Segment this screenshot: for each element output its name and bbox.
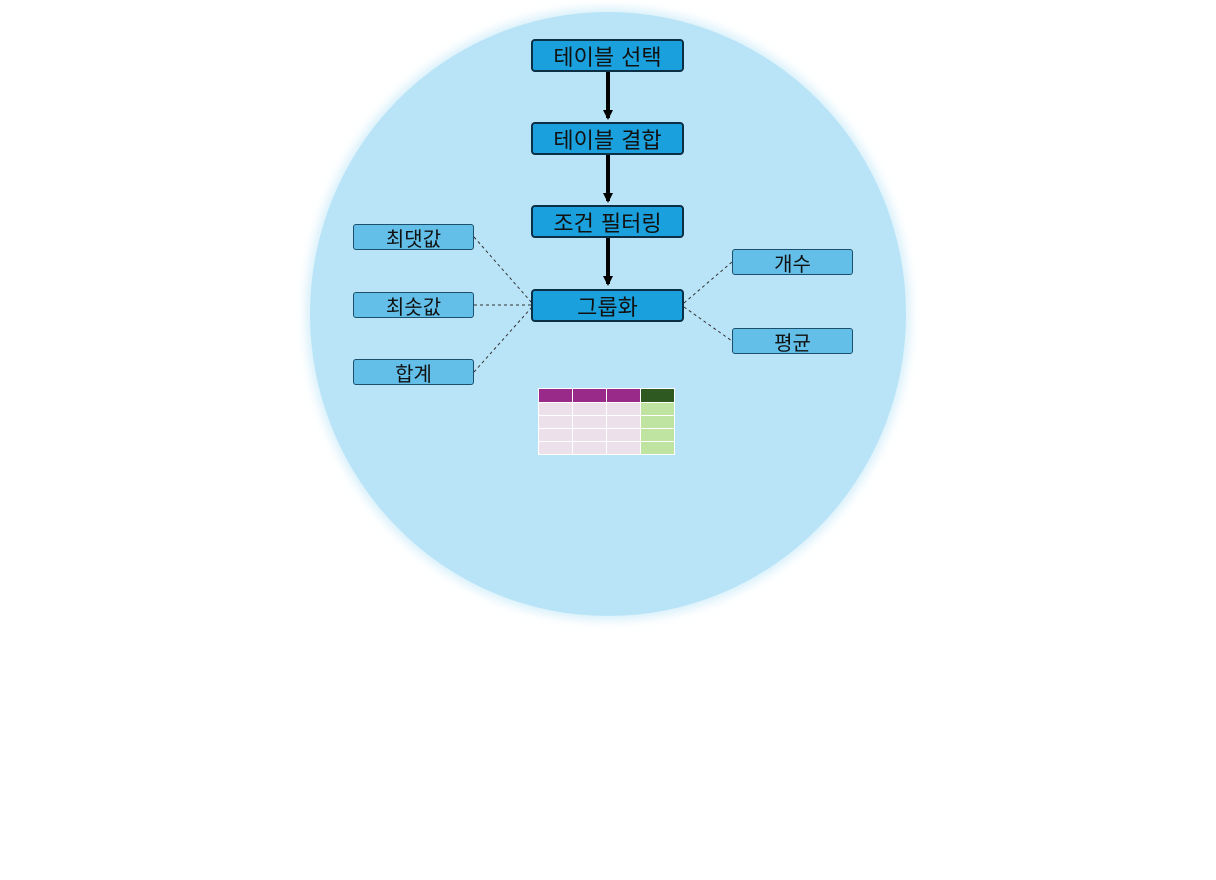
table-icon	[538, 388, 675, 455]
table-icon-row	[539, 429, 674, 441]
table-icon-cell	[607, 416, 640, 428]
table-icon-header-cell	[573, 389, 606, 402]
table-icon-cell	[607, 442, 640, 454]
aggregate-count: 개수	[732, 249, 853, 276]
table-icon-cell-highlight	[641, 429, 674, 441]
step-table-select: 테이블 선택	[531, 39, 684, 72]
aggregate-min: 최솟값	[353, 292, 474, 319]
link-count	[683, 261, 733, 304]
table-icon-row	[539, 416, 674, 428]
table-icon-cell	[573, 429, 606, 441]
table-icon-cell-highlight	[641, 442, 674, 454]
table-icon-header-cell-highlight	[641, 389, 674, 402]
table-icon-cell	[539, 429, 572, 441]
table-icon-cell	[539, 442, 572, 454]
table-icon-header-cell	[539, 389, 572, 402]
link-sum	[473, 306, 533, 373]
aggregate-max: 최댓값	[353, 224, 474, 251]
table-icon-row	[539, 442, 674, 454]
table-icon-cell	[607, 429, 640, 441]
table-icon-header-row	[539, 389, 674, 402]
table-icon-header-cell	[607, 389, 640, 402]
link-max	[473, 236, 533, 304]
table-icon-row	[539, 403, 674, 415]
step-condition-filter: 조건 필터링	[531, 205, 684, 238]
table-icon-cell	[539, 416, 572, 428]
aggregate-average: 평균	[732, 328, 853, 355]
table-icon-cell	[573, 416, 606, 428]
step-table-join: 테이블 결합	[531, 122, 684, 155]
step-grouping: 그룹화	[531, 289, 684, 322]
table-icon-cell	[539, 403, 572, 415]
aggregate-sum: 합계	[353, 359, 474, 386]
table-icon-cell-highlight	[641, 403, 674, 415]
table-icon-cell	[573, 403, 606, 415]
link-average	[683, 306, 733, 342]
table-icon-cell	[607, 403, 640, 415]
table-icon-cell	[573, 442, 606, 454]
table-icon-cell-highlight	[641, 416, 674, 428]
